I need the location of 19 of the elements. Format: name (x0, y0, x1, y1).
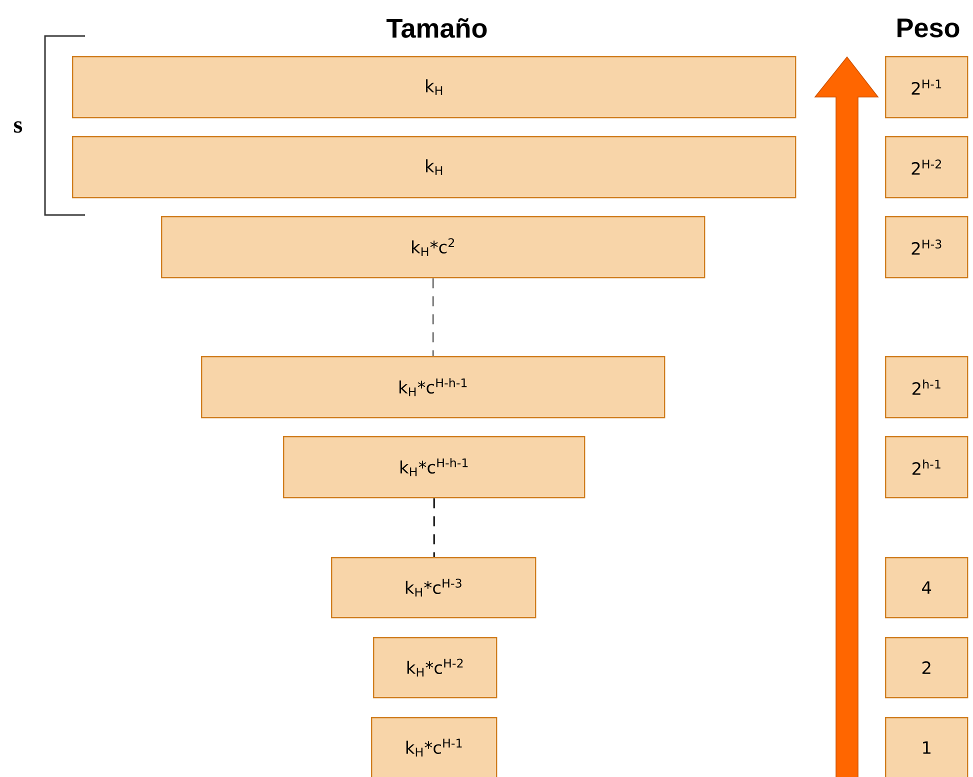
size-box: k$_{H}$*c$^{H-2}$ (373, 637, 498, 698)
dashed-line (433, 498, 435, 557)
weight-box: 1 (885, 717, 968, 777)
weight-box: 4 (885, 557, 968, 618)
size-box: k$_{H}$*c$^{H-h-1}$ (283, 436, 586, 498)
weight-box: 2$^{H-1}$ (885, 56, 968, 118)
dashed-line (432, 278, 434, 356)
size-box: k$_{H}$*c$^{H-3}$ (331, 557, 536, 618)
size-box: k$_{H}$ (72, 56, 796, 118)
weight-box: 2$^{h-1}$ (885, 356, 968, 418)
bracket-label: s (14, 121, 22, 133)
size-box: k$_{H}$*c$^{H-1}$ (371, 717, 498, 777)
size-box: k$_{H}$ (72, 136, 796, 198)
weight-box: 2$^{H-3}$ (885, 216, 968, 278)
size-box: k$_{H}$*c$^{H-h-1}$ (201, 356, 666, 418)
weight-box: 2$^{h-1}$ (885, 436, 968, 498)
weight-box: 2 (885, 637, 968, 698)
size-box: k$_{H}$*c$^{2}$ (161, 216, 706, 278)
weight-box: 2$^{H-2}$ (885, 136, 968, 198)
